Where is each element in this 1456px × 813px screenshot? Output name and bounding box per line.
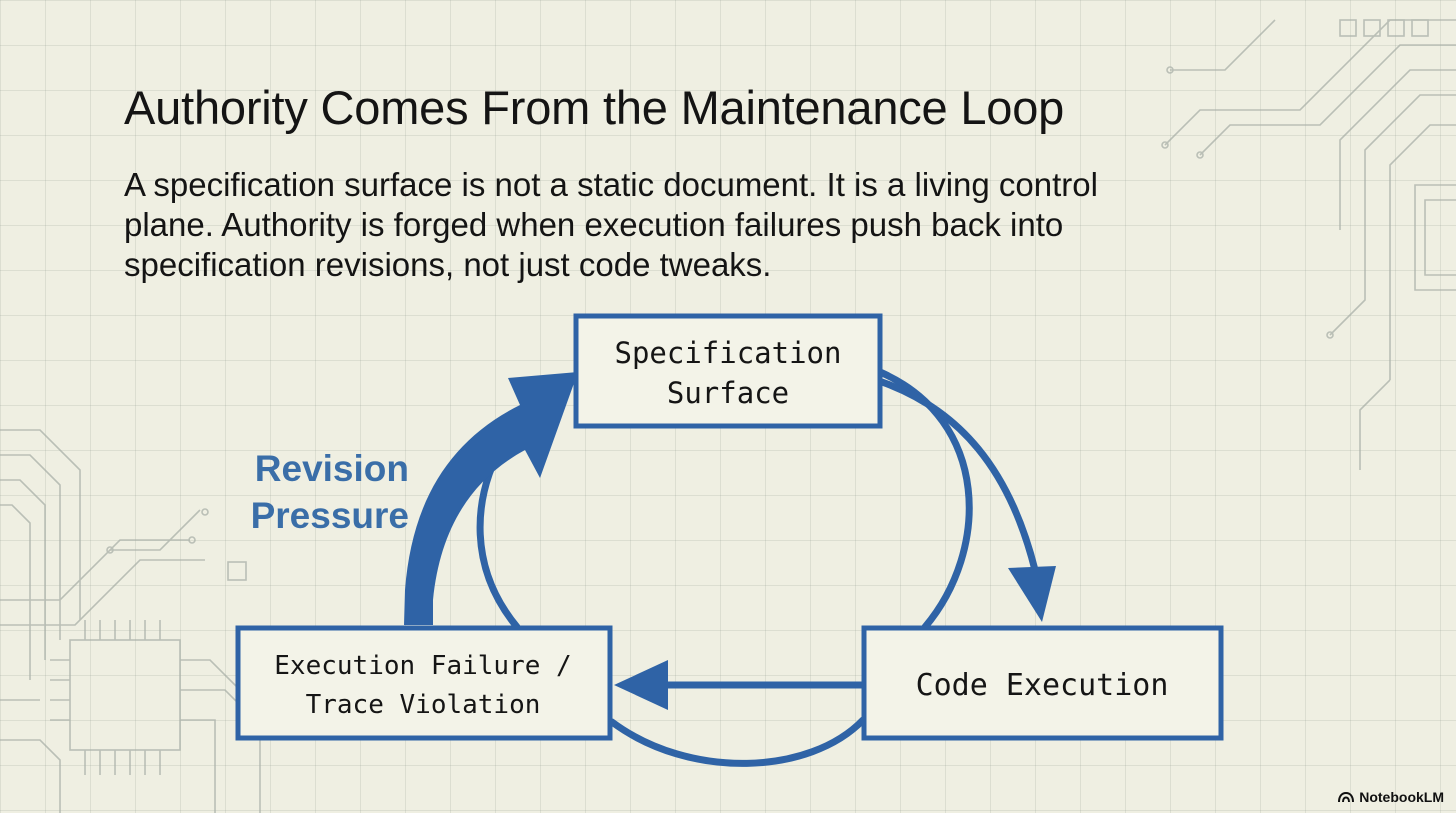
arrowhead-code-to-failure xyxy=(614,660,668,710)
revision-label: Revision xyxy=(255,448,409,489)
revision-label: Pressure xyxy=(251,495,409,536)
body-line: A specification surface is not a static … xyxy=(124,166,1098,203)
loop-arc-bottom xyxy=(608,716,867,767)
node-specification-surface: Specification Surface xyxy=(573,313,883,429)
slide-body: A specification surface is not a static … xyxy=(124,165,1204,285)
brand-watermark: NotebookLM xyxy=(1338,789,1444,805)
node-label: Execution Failure / xyxy=(274,651,571,681)
node-label: Specification xyxy=(615,336,842,370)
notebooklm-logo-icon xyxy=(1338,791,1355,803)
node-label: Code Execution xyxy=(916,668,1169,703)
flow-arrow-revision-pressure xyxy=(404,372,578,625)
body-line: specification revisions, not just code t… xyxy=(124,246,772,283)
loop-arc-right xyxy=(876,368,973,631)
node-code-execution: Code Execution xyxy=(861,625,1224,741)
flow-arrow-spec-to-code xyxy=(878,378,1039,574)
slide-title: Authority Comes From the Maintenance Loo… xyxy=(124,81,1065,134)
node-label: Surface xyxy=(667,376,789,410)
brand-name: NotebookLM xyxy=(1359,789,1444,805)
arrowhead-spec-to-code xyxy=(1008,566,1056,622)
body-line: plane. Authority is forged when executio… xyxy=(124,206,1064,243)
node-label: Trace Violation xyxy=(306,690,541,720)
node-execution-failure: Execution Failure / Trace Violation xyxy=(235,625,613,741)
